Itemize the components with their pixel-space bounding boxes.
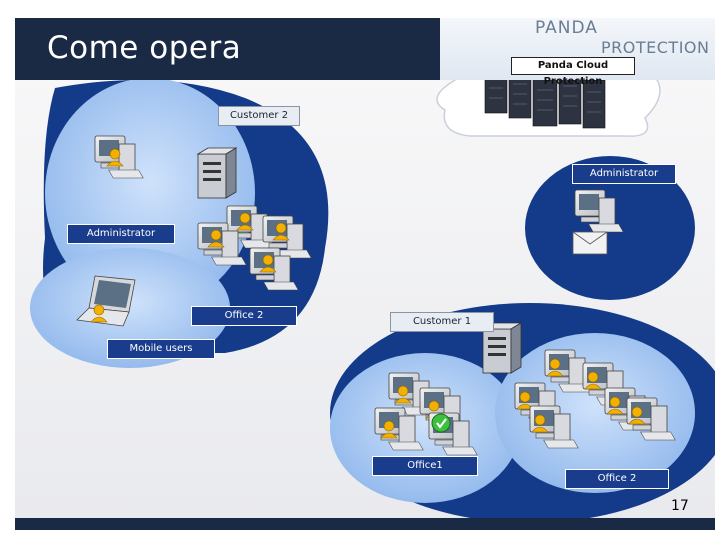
label-mobile-users: Mobile users [107,339,215,359]
network-diagram [30,22,715,523]
customer2-zone-light-top [45,78,255,308]
label-customer1: Customer 1 [390,312,494,332]
cloud-label: Panda Cloud Protection [511,57,635,87]
workstation-icon-office1-d [428,412,478,456]
brand-logo-line1: PANDA [535,18,598,38]
server-icon-customer2 [197,147,237,199]
label-administrator-left: Administrator [67,224,175,244]
office1-zone-light [330,353,520,503]
envelope-icon [572,231,608,255]
label-customer2: Customer 2 [218,106,300,126]
label-administrator-right: Administrator [572,164,676,184]
footer-bar [15,518,715,530]
brand-logo-line2: PROTECTION [601,38,710,57]
page-title: Come opera [47,30,242,66]
label-office1: Office1 [372,456,478,476]
slide: Come opera PANDA PROTECTION Panda Cloud … [15,18,715,530]
green-shield-icon [431,413,451,433]
laptop-icon-mobile-user [76,275,136,327]
page-number: 17 [671,498,689,514]
label-office2-bottom: Office 2 [565,469,669,489]
label-office2-top: Office 2 [191,306,297,326]
